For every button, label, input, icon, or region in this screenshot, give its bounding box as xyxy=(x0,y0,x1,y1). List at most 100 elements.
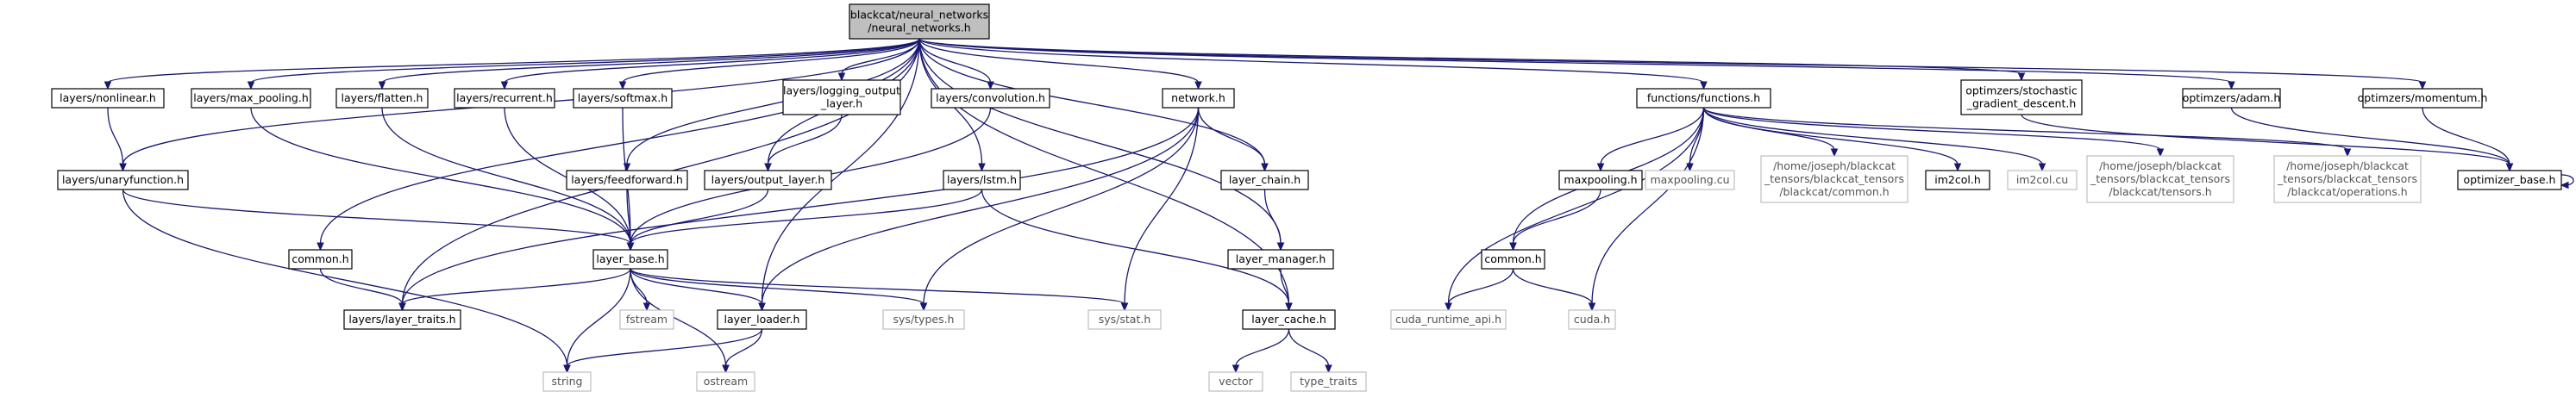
node-label-line: ostream xyxy=(704,375,748,388)
node-layer-chain[interactable]: layer_chain.h xyxy=(1220,170,1309,190)
node-label-line: layers/flatten.h xyxy=(342,91,423,104)
node-flatten[interactable]: layers/flatten.h xyxy=(335,88,429,109)
node-label-line: _tensors/blackcat_tensors xyxy=(2277,172,2417,185)
node-label-line: _tensors/blackcat_tensors xyxy=(1764,172,1904,185)
node-label-line: optimzers/stochastic xyxy=(1965,84,2078,97)
node-label-line: network.h xyxy=(1171,91,1225,104)
node-label-line: vector xyxy=(1219,375,1254,388)
edge-layer_loader-to-string xyxy=(563,328,763,374)
edge-output_layer-to-layer_base xyxy=(626,189,769,252)
node-label-line: fstream xyxy=(626,313,668,326)
edge-root-to-recurrent xyxy=(500,38,920,90)
edge-layer_base-to-layer_traits xyxy=(398,268,631,312)
node-label-line: common.h xyxy=(291,252,348,265)
node-momentum[interactable]: optimzers/momentum.h xyxy=(2358,88,2488,109)
node-label-line: sys/stat.h xyxy=(1099,313,1151,326)
node-feedforward[interactable]: layers/feedforward.h xyxy=(566,170,688,190)
node-unaryfunction[interactable]: layers/unaryfunction.h xyxy=(57,170,189,190)
node-label-line: im2col.cu xyxy=(2016,173,2068,186)
edge-root-to-layer_manager xyxy=(918,38,1285,252)
node-sys-stat: sys/stat.h xyxy=(1087,309,1162,330)
node-label-line: /blackcat/tensors.h xyxy=(2109,185,2211,198)
edge-functions-to-im2col_h xyxy=(1702,107,1962,172)
node-layer-manager[interactable]: layer_manager.h xyxy=(1227,249,1334,270)
node-label-line: type_traits xyxy=(1300,375,1357,388)
node-im2col-cu: im2col.cu xyxy=(2007,170,2078,190)
edge-root-to-adam xyxy=(918,38,2235,90)
node-bc-operations: /home/joseph/blackcat_tensors/blackcat_t… xyxy=(2273,155,2422,203)
node-label-line: string xyxy=(552,375,583,388)
node-adam[interactable]: optimzers/adam.h xyxy=(2182,88,2281,109)
edge-network-to-layer_traits xyxy=(398,107,1200,312)
node-label-line: /blackcat/operations.h xyxy=(2287,185,2407,198)
node-label-line: /home/joseph/blackcat xyxy=(2099,159,2222,172)
node-common-layers[interactable]: common.h xyxy=(288,249,353,270)
node-cuda-h: cuda.h xyxy=(1568,309,1616,330)
edge-functions-to-im2col_cu xyxy=(1702,107,2046,172)
node-label-line: layers/softmax.h xyxy=(578,91,668,104)
node-label-line: maxpooling.h xyxy=(1564,173,1637,186)
node-cuda-runtime: cuda_runtime_api.h xyxy=(1390,309,1507,330)
edge-lstm-to-layer_base xyxy=(626,189,983,252)
node-maxpooling-cu: maxpooling.cu xyxy=(1645,170,1735,190)
node-logging-output[interactable]: layers/logging_output_layer.h xyxy=(782,79,901,115)
edge-functions-to-cuda_h xyxy=(1588,107,1705,312)
node-root[interactable]: blackcat/neural_networks/neural_networks… xyxy=(849,3,990,40)
edge-functions-to-bc_operations xyxy=(1702,107,2352,158)
node-layer-base[interactable]: layer_base.h xyxy=(592,249,668,270)
edge-layer_cache-to-type_traits xyxy=(1288,328,1332,374)
node-network[interactable]: network.h xyxy=(1162,88,1235,109)
node-type-traits: type_traits xyxy=(1290,371,1367,392)
node-common-fn[interactable]: common.h xyxy=(1481,249,1545,270)
node-sys-types: sys/types.h xyxy=(882,309,965,330)
node-convolution[interactable]: layers/convolution.h xyxy=(931,88,1050,109)
edge-root-to-momentum xyxy=(918,38,2427,90)
node-label-line: layer_chain.h xyxy=(1229,173,1301,186)
node-im2col-h[interactable]: im2col.h xyxy=(1925,170,1990,190)
node-optimizer-base[interactable]: optimizer_base.h xyxy=(2457,170,2562,190)
edge-functions-to-maxpooling_cu xyxy=(1686,107,1705,172)
node-label-line: _gradient_descent.h xyxy=(1966,97,2077,110)
node-layer-loader[interactable]: layer_loader.h xyxy=(717,309,807,330)
node-functions[interactable]: functions/functions.h xyxy=(1636,88,1771,109)
node-maxpooling-h[interactable]: maxpooling.h xyxy=(1558,170,1643,190)
edge-network-to-sys_stat xyxy=(1120,107,1200,312)
edge-functions-to-bc_tensors xyxy=(1702,107,2165,158)
node-layer-cache[interactable]: layer_cache.h xyxy=(1242,309,1336,330)
node-label-line: functions/functions.h xyxy=(1647,91,1760,104)
edge-logging_output-to-output_layer xyxy=(764,114,843,172)
dependency-nodes: blackcat/neural_networks/neural_networks… xyxy=(51,3,2562,392)
node-label-line: layer_cache.h xyxy=(1251,313,1326,326)
node-label-line: optimzers/momentum.h xyxy=(2358,91,2488,104)
edge-functions-to-cuda_runtime xyxy=(1445,107,1705,312)
node-label-line: cuda_runtime_api.h xyxy=(1395,313,1501,326)
edge-layer_chain-to-layer_manager xyxy=(1263,189,1285,252)
node-label-line: /neural_networks.h xyxy=(868,22,970,34)
node-label-line: layer_loader.h xyxy=(724,313,800,326)
node-sgd[interactable]: optimzers/stochastic_gradient_descent.h xyxy=(1960,79,2083,115)
node-label-line: maxpooling.cu xyxy=(1650,173,1729,186)
node-max-pooling[interactable]: layers/max_pooling.h xyxy=(191,88,311,109)
node-label-line: blackcat/neural_networks xyxy=(850,9,988,22)
node-recurrent[interactable]: layers/recurrent.h xyxy=(454,88,555,109)
node-softmax[interactable]: layers/softmax.h xyxy=(573,88,673,109)
edge-root-to-max_pooling xyxy=(247,38,920,90)
node-label-line: optimzers/adam.h xyxy=(2183,91,2281,104)
node-output-layer[interactable]: layers/output_layer.h xyxy=(704,170,832,190)
node-label-line: im2col.h xyxy=(1934,173,1981,186)
node-nonlinear[interactable]: layers/nonlinear.h xyxy=(51,88,165,109)
node-label-line: layer_manager.h xyxy=(1236,252,1326,265)
edge-layer_loader-to-ostream xyxy=(722,328,763,374)
edge-maxpooling_h-to-common_fn xyxy=(1509,189,1601,252)
edge-common_fn-to-cuda_h xyxy=(1512,268,1596,312)
edge-unaryfunction-to-layer_base xyxy=(122,189,635,252)
edge-layer_base-to-sys_types xyxy=(630,268,928,312)
edge-momentum-to-optimizer_base xyxy=(2422,107,2514,172)
node-label-line: sys/types.h xyxy=(893,313,955,326)
node-lstm[interactable]: layers/lstm.h xyxy=(943,170,1021,190)
node-label-line: optimizer_base.h xyxy=(2464,173,2556,186)
edge-root-to-network xyxy=(918,38,1202,90)
node-layer-traits[interactable]: layers/layer_traits.h xyxy=(343,309,461,330)
edge-functions-to-maxpooling_h xyxy=(1596,107,1705,172)
